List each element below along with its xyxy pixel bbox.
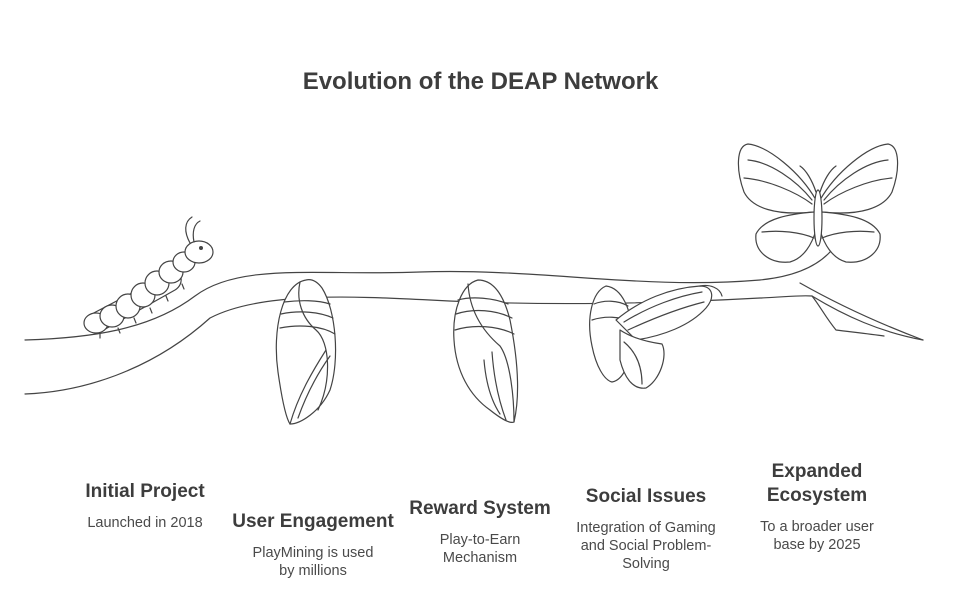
- diagram-title: Evolution of the DEAP Network: [302, 68, 659, 95]
- stage-expanded-ecosystem: Expanded Ecosystem To a broader user bas…: [742, 460, 892, 554]
- stage-heading: Expanded Ecosystem: [766, 461, 868, 506]
- stage-social-issues: Social Issues Integration of Gaming and …: [570, 485, 722, 573]
- stage-description: Launched in 2018: [87, 515, 203, 531]
- chrysalis-icon: [453, 279, 519, 423]
- chrysalis-icon: [275, 279, 337, 425]
- stage-initial-project: Initial Project Launched in 2018: [60, 480, 230, 532]
- emerging-butterfly-icon: [589, 284, 723, 389]
- stage-description: To a broader user base by 2025: [760, 519, 874, 553]
- stage-description: Integration of Gaming and Social Problem…: [576, 520, 716, 572]
- stage-description: Play-to-Earn Mechanism: [439, 532, 521, 566]
- stage-heading: User Engagement: [232, 511, 394, 532]
- stage-heading: Reward System: [409, 498, 551, 519]
- stage-description: PlayMining is used by millions: [252, 545, 374, 579]
- butterfly-icon: [737, 143, 899, 263]
- stage-user-engagement: User Engagement PlayMining is used by mi…: [220, 510, 406, 580]
- stage-heading: Social Issues: [585, 486, 707, 507]
- caterpillar-icon: [83, 216, 214, 339]
- stage-heading: Initial Project: [85, 481, 205, 502]
- stage-reward-system: Reward System Play-to-Earn Mechanism: [400, 497, 560, 567]
